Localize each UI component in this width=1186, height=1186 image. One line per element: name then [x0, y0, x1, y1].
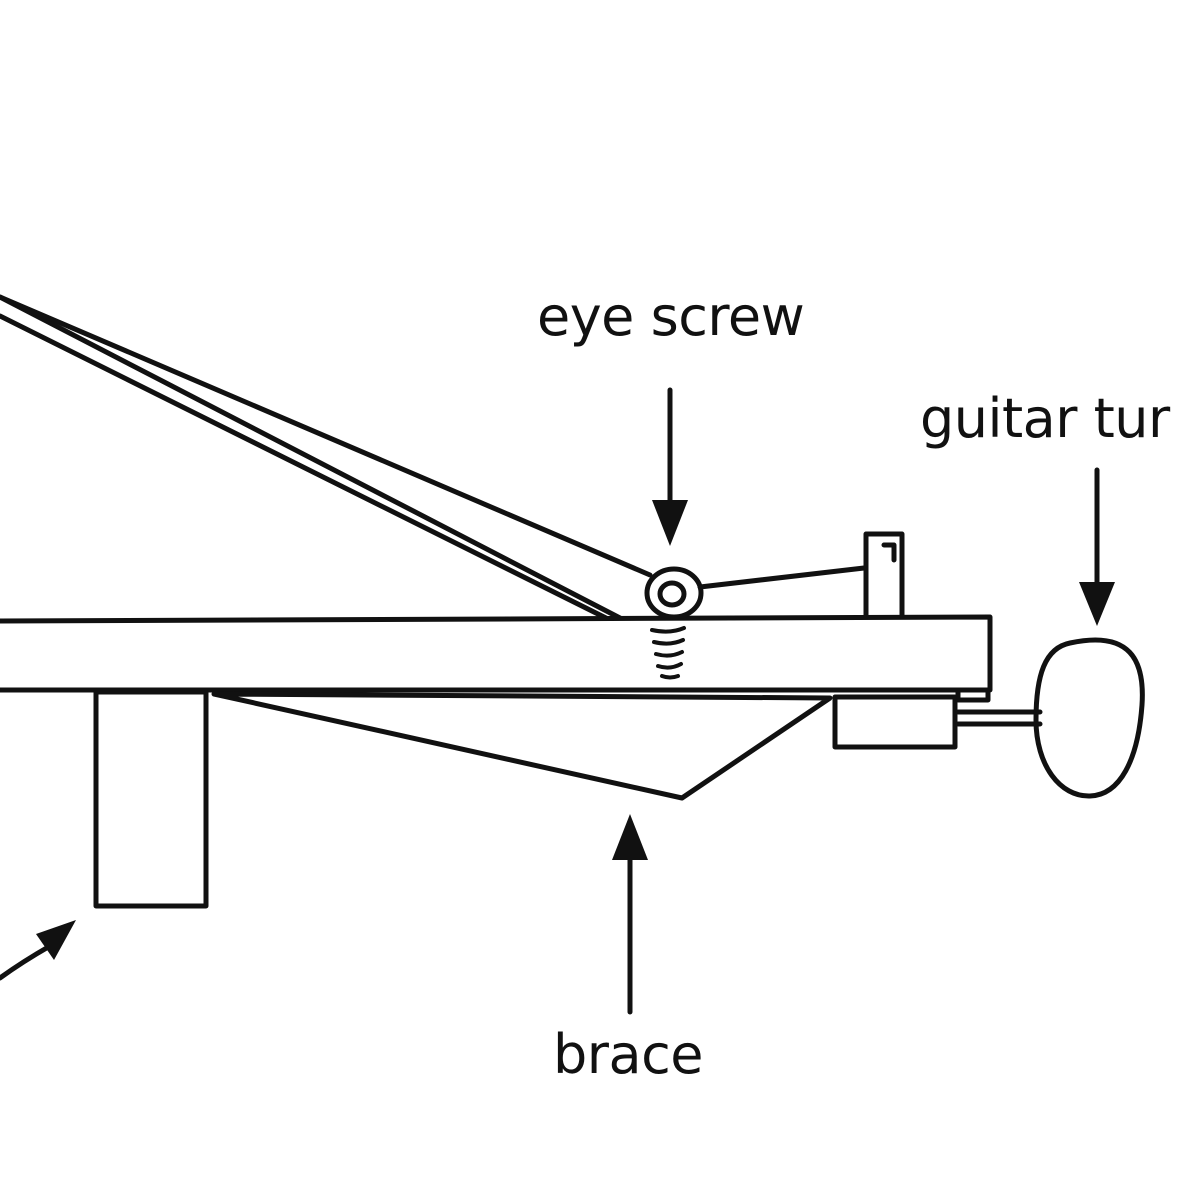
- peg-part: [863, 531, 905, 620]
- left-leg-arrow-head: [36, 920, 76, 960]
- arm-upper-edge: [0, 313, 609, 621]
- brace-part: [211, 691, 833, 801]
- horizontal-board: [0, 614, 993, 693]
- arm-lower-edge: [0, 294, 623, 621]
- guitar-tuner-label: guitar tur: [920, 387, 1170, 450]
- arm-top-edge: [0, 294, 653, 578]
- eye-screw-label: eye screw: [537, 285, 805, 348]
- tuner-shaft: [955, 709, 1043, 727]
- eye-screw-inner-ring: [657, 580, 687, 608]
- peg-hole: [881, 542, 897, 563]
- left-leg-arrow-shaft: [0, 943, 53, 981]
- guitar-tuner-part: [832, 637, 1145, 799]
- tuner-knob: [1033, 637, 1145, 799]
- eye-screw-thread: [650, 626, 686, 680]
- guitar-tuner-arrow: [1079, 467, 1115, 626]
- tuner-housing: [832, 694, 958, 750]
- tuner-collar: [955, 687, 991, 703]
- left-leg-arrow: [0, 920, 76, 981]
- eye-screw-arrow: [652, 387, 688, 546]
- guitar-tuner-arrow-head: [1079, 582, 1115, 626]
- eye-screw-part: [644, 566, 704, 680]
- string-line: [697, 565, 867, 590]
- board-outline: [0, 614, 993, 693]
- brace-arrow: [612, 814, 648, 1015]
- peg-outline: [863, 531, 905, 620]
- diagonal-arm: [0, 294, 653, 621]
- brace-label: brace: [553, 1023, 703, 1086]
- eye-screw-outer-ring: [644, 566, 704, 620]
- brace-arrow-head: [612, 814, 648, 860]
- left-leg: [93, 689, 209, 909]
- eye-screw-arrow-head: [652, 500, 688, 546]
